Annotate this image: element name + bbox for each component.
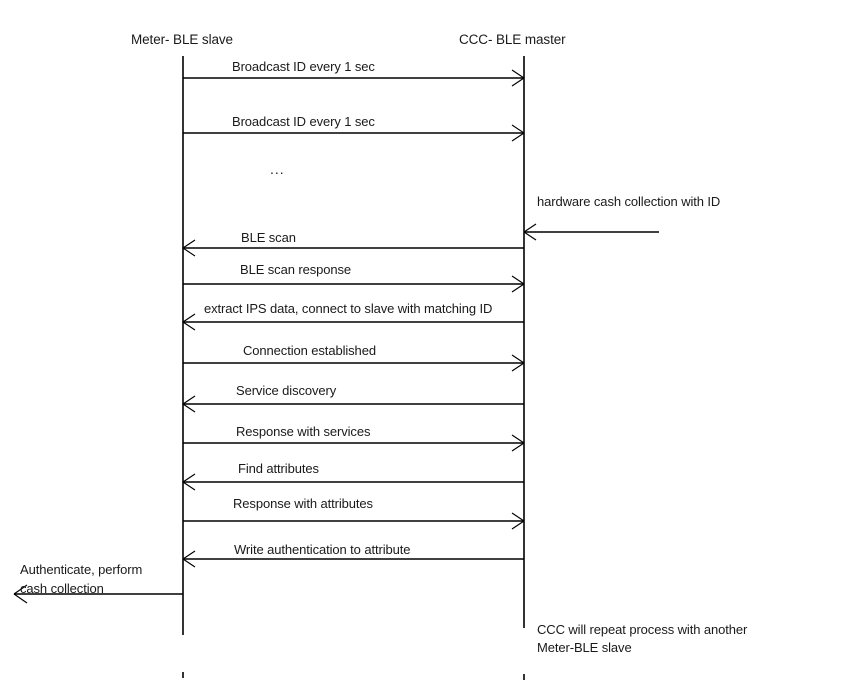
message-label-m10: Response with attributes bbox=[233, 496, 373, 511]
message-arrow-m2 bbox=[183, 124, 525, 142]
message-arrow-m8 bbox=[183, 434, 525, 452]
message-label-m1: Broadcast ID every 1 sec bbox=[232, 59, 375, 74]
message-label-m2: Broadcast ID every 1 sec bbox=[232, 114, 375, 129]
message-arrow-m7 bbox=[182, 395, 524, 413]
message-label-m8: Response with services bbox=[236, 424, 371, 439]
actor-label-meter: Meter- BLE slave bbox=[131, 32, 233, 47]
message-arrow-e2 bbox=[13, 584, 183, 604]
message-label-m7: Service discovery bbox=[236, 383, 337, 398]
message-arrow-m6 bbox=[183, 354, 525, 372]
external-message-label-e1: hardware cash collection with ID bbox=[537, 194, 721, 209]
ellipsis-label: ... bbox=[270, 161, 285, 177]
message-label-m3: BLE scan bbox=[241, 230, 296, 245]
message-label-m9: Find attributes bbox=[238, 461, 319, 476]
external-message-label-e2-line2: cash collection bbox=[20, 581, 104, 596]
external-message-label-e2-line1: Authenticate, perform bbox=[20, 562, 143, 577]
note-label-n1-line2: Meter-BLE slave bbox=[537, 640, 632, 655]
message-arrow-m11 bbox=[182, 550, 524, 568]
actor-label-ccc: CCC- BLE master bbox=[459, 32, 566, 47]
message-arrow-m9 bbox=[182, 473, 524, 491]
message-arrow-m10 bbox=[183, 512, 525, 530]
message-arrow-m3 bbox=[182, 239, 524, 257]
message-label-m11: Write authentication to attribute bbox=[234, 542, 411, 557]
message-label-m6: Connection established bbox=[243, 343, 376, 358]
message-arrow-m4 bbox=[183, 275, 525, 293]
note-label-n1-line1: CCC will repeat process with another bbox=[537, 622, 748, 637]
message-label-m4: BLE scan response bbox=[240, 262, 352, 277]
message-label-m5: extract IPS data, connect to slave with … bbox=[204, 301, 493, 316]
message-arrow-m5 bbox=[182, 313, 524, 331]
message-arrow-m1 bbox=[183, 69, 525, 87]
message-arrow-e1 bbox=[523, 223, 659, 241]
